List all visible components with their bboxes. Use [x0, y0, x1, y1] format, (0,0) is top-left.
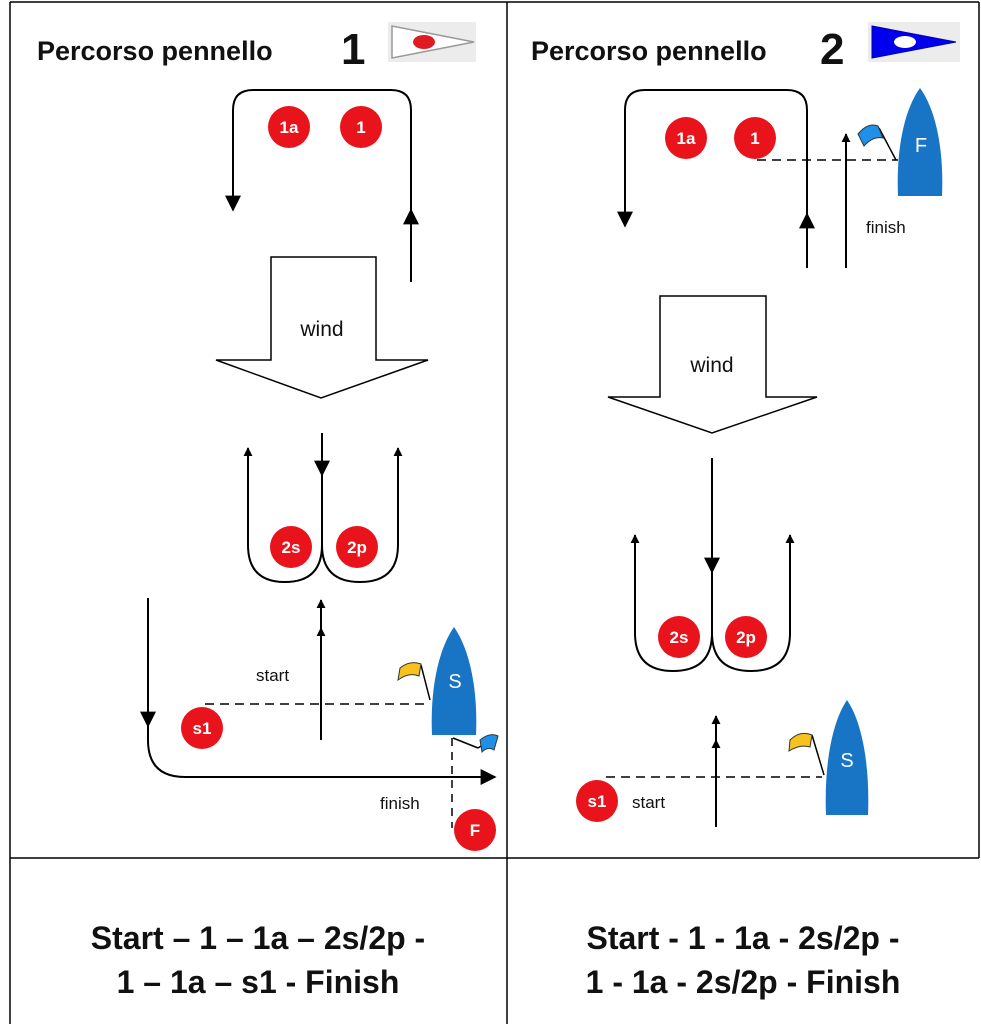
right-panel: Percorso pennello 2 1a 1 finish F [531, 22, 960, 827]
left-yellow-flag-icon [397, 662, 431, 701]
right-wind-arrow [607, 295, 818, 434]
svg-text:1a: 1a [677, 129, 696, 148]
svg-text:s1: s1 [193, 719, 212, 738]
svg-text:1: 1 [356, 118, 365, 137]
right-summary-line-1: Start - 1 - 1a - 2s/2p - [587, 920, 900, 956]
right-start-label: start [632, 793, 665, 812]
right-gate-loop-starboard [634, 556, 713, 673]
left-summary-line-1: Start – 1 – 1a – 2s/2p - [91, 920, 425, 956]
left-finish-label: finish [380, 794, 420, 813]
left-pennant-icon [388, 22, 476, 62]
right-title: Percorso pennello [531, 36, 767, 66]
left-run-to-finish [147, 598, 497, 785]
svg-text:s1: s1 [588, 792, 607, 811]
right-wind-label: wind [689, 354, 733, 377]
left-top-course-line [225, 89, 412, 282]
left-number: 1 [341, 25, 365, 74]
right-blue-flag-icon [857, 124, 897, 161]
svg-text:S: S [448, 671, 461, 693]
right-buoy-s1: s1 [576, 780, 618, 822]
left-wind-label: wind [299, 318, 343, 341]
right-buoy-2p: 2p [725, 616, 767, 658]
left-buoy-2s: 2s [270, 526, 312, 568]
right-top-course-line [617, 89, 808, 268]
right-number: 2 [820, 25, 844, 74]
right-finish-label: finish [866, 218, 906, 237]
right-gate-loop-port [711, 556, 791, 673]
left-buoy-F: F [454, 809, 496, 851]
left-buoy-1a: 1a [268, 106, 310, 148]
svg-text:2p: 2p [736, 628, 756, 647]
svg-text:2s: 2s [670, 628, 689, 647]
table-borders [9, 1, 980, 1024]
left-gate-loop-port [321, 470, 399, 584]
left-blue-flag-icon [477, 734, 499, 754]
right-buoy-1: 1 [734, 117, 776, 159]
right-yellow-flag-icon [788, 732, 825, 776]
left-start-boat: S [431, 627, 477, 735]
left-summary: Start – 1 – 1a – 2s/2p - 1 – 1a – s1 - F… [91, 920, 425, 1000]
right-summary: Start - 1 - 1a - 2s/2p - 1 - 1a - 2s/2p … [586, 920, 901, 1000]
right-finish-boat: F [897, 88, 943, 196]
left-gate-loop-starboard [247, 470, 323, 584]
left-wind-arrow [215, 256, 429, 399]
svg-text:S: S [840, 750, 853, 772]
right-start-boat: S [825, 700, 869, 815]
svg-text:2p: 2p [347, 538, 367, 557]
right-summary-line-2: 1 - 1a - 2s/2p - Finish [586, 964, 901, 1000]
svg-text:F: F [470, 821, 480, 840]
left-start-label: start [256, 666, 289, 685]
svg-text:2s: 2s [282, 538, 301, 557]
right-buoy-1a: 1a [665, 117, 707, 159]
left-summary-line-2: 1 – 1a – s1 - Finish [117, 964, 400, 1000]
svg-text:F: F [915, 135, 927, 157]
left-buoy-1: 1 [340, 106, 382, 148]
right-pennant-icon [868, 22, 960, 62]
left-buoy-2p: 2p [336, 526, 378, 568]
svg-text:1a: 1a [280, 118, 299, 137]
left-buoy-s1: s1 [181, 707, 223, 749]
left-title: Percorso pennello [37, 36, 273, 66]
right-buoy-2s: 2s [658, 616, 700, 658]
svg-text:1: 1 [750, 129, 759, 148]
left-panel: Percorso pennello 1 1a 1 wind 2s [37, 22, 499, 851]
